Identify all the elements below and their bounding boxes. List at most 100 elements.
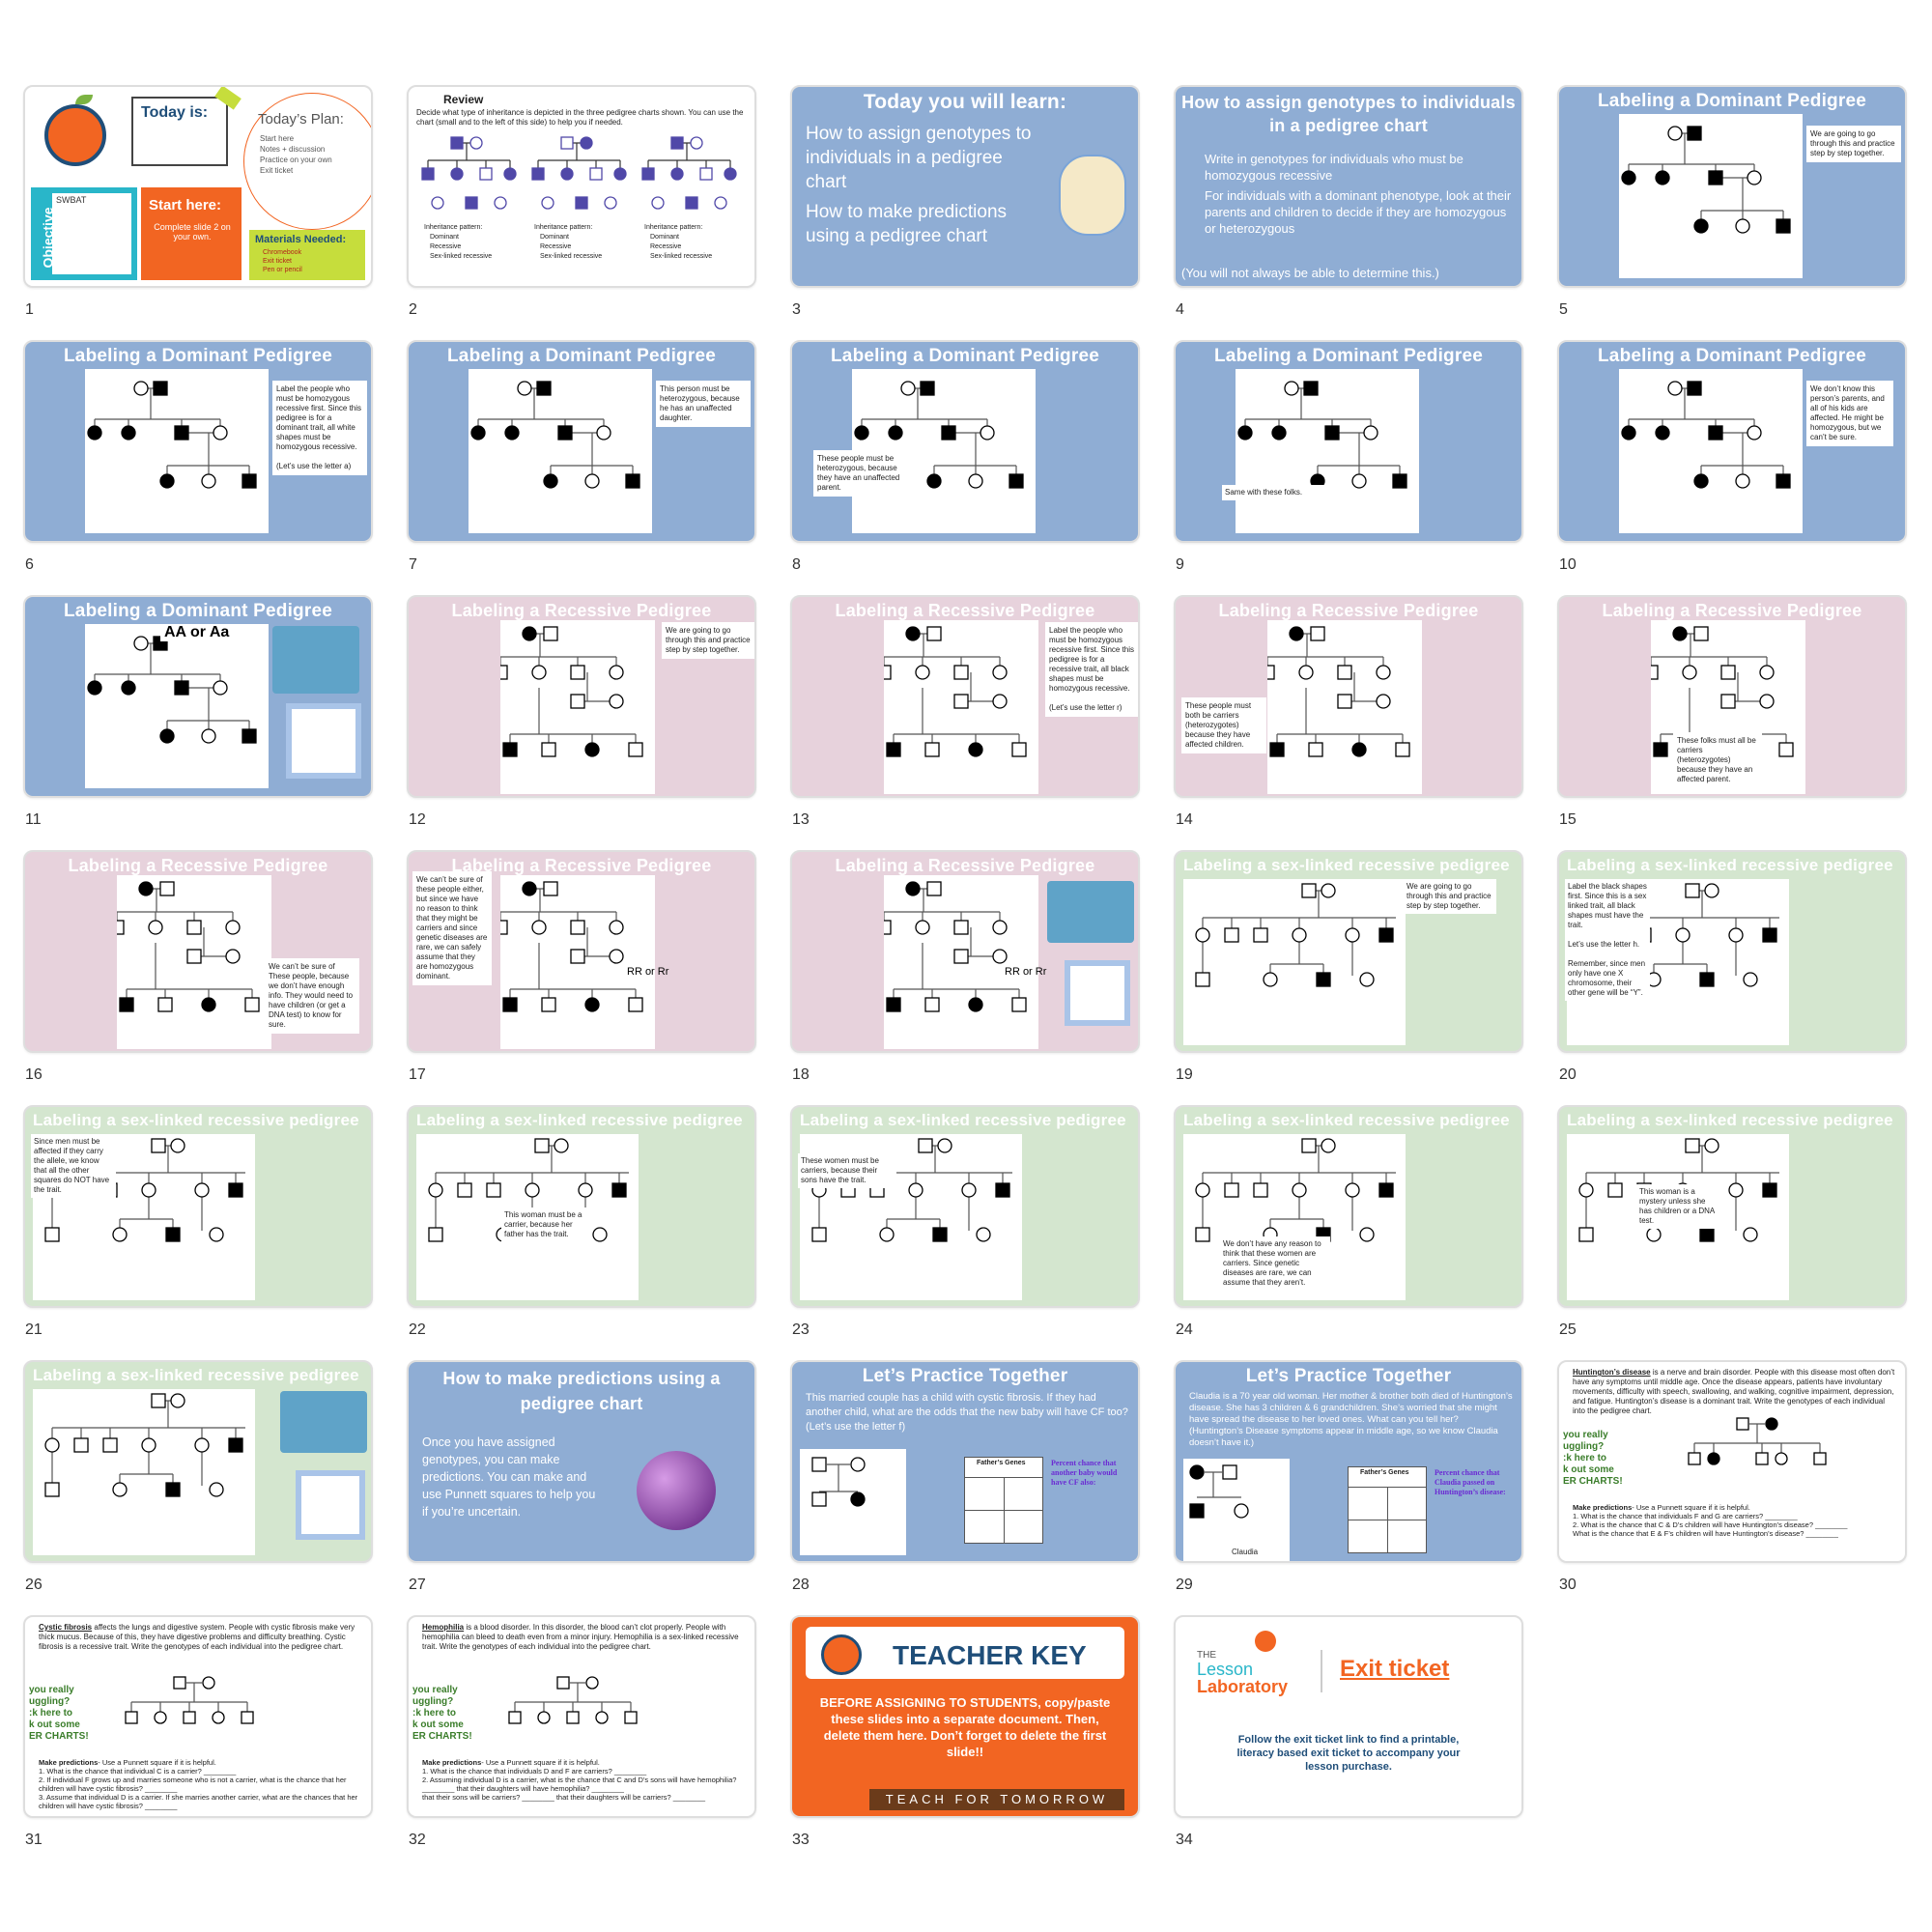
punnett-square[interactable]: Father’s Genes	[1348, 1466, 1427, 1553]
slide-thumbnail-3[interactable]: Today you will learn:How to assign genot…	[790, 85, 1140, 288]
female-symbol	[1655, 170, 1670, 185]
male-symbol	[1685, 883, 1700, 898]
male-symbol	[570, 665, 585, 680]
female-symbol	[1707, 1452, 1720, 1465]
brand-the: THE	[1197, 1650, 1216, 1661]
slide-thumbnail-27[interactable]: How to make predictions using a pedigree…	[407, 1360, 756, 1563]
female-symbol	[1189, 1464, 1205, 1480]
inheritance-option: Recessive	[650, 243, 682, 250]
steps-list: Write in genotypes for individuals who m…	[1205, 151, 1516, 241]
explanation-note: These folks must all be carriers (hetero…	[1673, 732, 1762, 788]
inheritance-pattern-label: Inheritance pattern:	[644, 224, 703, 231]
male-symbol	[531, 167, 545, 181]
slide-thumbnail-4[interactable]: How to assign genotypes to individuals i…	[1174, 85, 1523, 288]
slide-thumbnail-21[interactable]: Labeling a sex-linked recessive pedigree…	[23, 1105, 373, 1308]
female-symbol	[905, 626, 921, 641]
slide-thumbnail-31[interactable]: Cystic fibrosis affects the lungs and di…	[23, 1615, 373, 1818]
answer-box[interactable]	[296, 1470, 365, 1540]
inheritance-option: Recessive	[540, 243, 572, 250]
slide-thumbnail-30[interactable]: Huntington’s disease is a nerve and brai…	[1557, 1360, 1907, 1563]
female-symbol	[908, 1182, 923, 1198]
slide-number: 33	[792, 1832, 810, 1848]
slide-thumbnail-26[interactable]: Labeling a sex-linked recessive pedigree	[23, 1360, 373, 1563]
female-symbol	[1704, 883, 1719, 898]
female-symbol	[1359, 972, 1375, 987]
slide-title: Labeling a Dominant Pedigree	[1598, 91, 1866, 111]
prediction-question: 1. What is the chance that individuals F…	[1573, 1512, 1798, 1520]
explanation-note: This woman must be a carrier, because he…	[501, 1208, 590, 1242]
male-symbol	[566, 1711, 580, 1724]
exit-ticket-body: Follow the exit ticket link to find a pr…	[1236, 1734, 1461, 1773]
slide-thumbnail-25[interactable]: Labeling a sex-linked recessive pedigree…	[1557, 1105, 1907, 1308]
female-symbol	[980, 425, 995, 440]
female-symbol	[170, 1393, 185, 1408]
punnett-square[interactable]: Father’s Genes	[964, 1457, 1043, 1544]
male-symbol	[1693, 626, 1709, 641]
slide-thumbnail-20[interactable]: Labeling a sex-linked recessive pedigree…	[1557, 850, 1907, 1053]
female-symbol	[1263, 972, 1278, 987]
pedigree-charts-link[interactable]: you really uggling? :k here to k out som…	[1563, 1430, 1623, 1487]
slide-title: Labeling a Recessive Pedigree	[835, 601, 1095, 620]
practice-pedigree	[1183, 1459, 1290, 1561]
spongebob-image	[1047, 881, 1134, 943]
female-symbol	[854, 425, 869, 440]
prediction-question: 2. Assuming individual D is a carrier, w…	[422, 1776, 737, 1793]
slide-thumbnail-cell: How to assign genotypes to individuals i…	[1168, 85, 1527, 327]
male-symbol	[1699, 972, 1715, 987]
answer-box[interactable]	[286, 703, 361, 779]
review-pedigree	[531, 136, 627, 210]
brand-laboratory: Laboratory	[1197, 1677, 1289, 1696]
inheritance-option: Sex-linked recessive	[430, 253, 493, 260]
slide-thumbnail-22[interactable]: Labeling a sex-linked recessive pedigree…	[407, 1105, 756, 1308]
slide-number: 28	[792, 1577, 810, 1593]
male-symbol	[884, 920, 892, 935]
slide-body: Claudia is a 70 year old woman. Her moth…	[1189, 1391, 1513, 1448]
slide-title: Labeling a Dominant Pedigree	[64, 601, 332, 621]
answer-box[interactable]	[1065, 960, 1130, 1026]
pedigree-charts-link[interactable]: you really uggling? :k here to k out som…	[29, 1685, 89, 1742]
slide-thumbnail-23[interactable]: Labeling a sex-linked recessive pedigree…	[790, 1105, 1140, 1308]
exit-ticket-title[interactable]: Exit ticket	[1340, 1656, 1450, 1682]
slide-title: Labeling a sex-linked recessive pedigree	[1183, 856, 1510, 874]
male-symbol	[1395, 742, 1410, 757]
male-symbol	[886, 997, 901, 1012]
apple-logo-icon	[821, 1634, 862, 1675]
slide-thumbnail-24[interactable]: Labeling a sex-linked recessive pedigree…	[1174, 1105, 1523, 1308]
male-symbol	[557, 425, 573, 440]
slide-thumbnail-19[interactable]: Labeling a sex-linked recessive pedigree…	[1174, 850, 1523, 1053]
inheritance-option: Dominant	[430, 234, 459, 241]
pedigree-charts-link[interactable]: you really uggling? :k here to k out som…	[412, 1685, 472, 1742]
male-symbol	[1269, 742, 1285, 757]
worksheet-text: Hemophilia is a blood disorder. In this …	[422, 1623, 745, 1652]
female-symbol	[560, 167, 574, 181]
start-here-box[interactable]: Start here:Complete slide 2 on your own.	[141, 187, 242, 280]
male-symbol	[926, 626, 942, 641]
recessive-pedigree	[884, 620, 1038, 794]
female-symbol	[1743, 972, 1758, 987]
slide-title: Let’s Practice Together	[862, 1366, 1068, 1386]
female-symbol	[992, 694, 1008, 709]
materials-item: Chromebook	[263, 249, 302, 256]
slide-thumbnail-32[interactable]: Hemophilia is a blood disorder. In this …	[407, 1615, 756, 1818]
